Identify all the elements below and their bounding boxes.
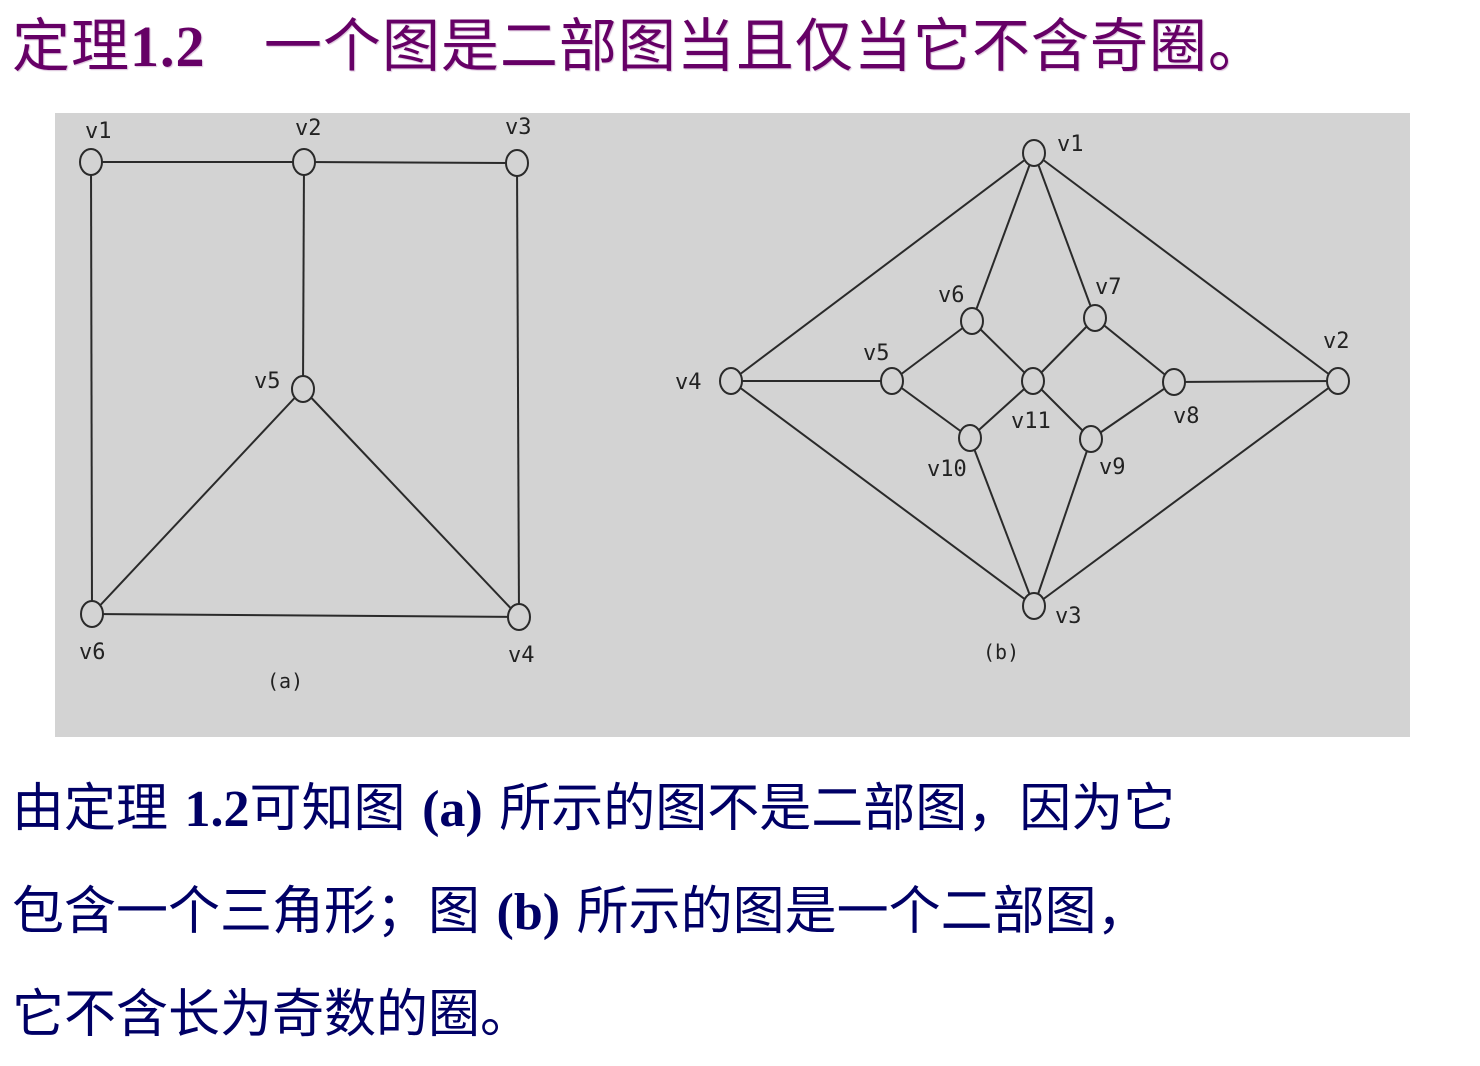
vertex-label-v2: v2	[1323, 329, 1350, 354]
vertex-label-v4: v4	[675, 370, 702, 395]
edge-v1-v6	[90, 161, 93, 615]
edge-v9-v8	[1090, 381, 1175, 440]
edge-v1-v2	[1033, 152, 1339, 382]
text-segment: 所示的图不是二部图，因为它	[482, 779, 1176, 839]
vertex-v3	[1022, 592, 1046, 620]
edge-v3-v9	[1033, 438, 1092, 607]
vertex-label-v3: v3	[1055, 604, 1082, 629]
figure-ref-a: (a)	[422, 781, 483, 838]
edge-v2-v8	[1173, 380, 1339, 383]
graph-a: v1 v2 v3 v5 v6 v4 (a)	[79, 115, 535, 693]
explanation-paragraph: 由定理 1.2可知图 (a) 所示的图不是二部图，因为它 包含一个三角形；图 (…	[12, 758, 1472, 1066]
vertex-v7	[1083, 304, 1107, 332]
edge-v1-v4	[730, 152, 1035, 382]
theorem-number: 1.2	[130, 14, 206, 79]
edge-v3-v2	[1033, 380, 1339, 607]
theorem-ref: 1.2	[184, 781, 250, 838]
figure-panel: v1 v2 v3 v5 v6 v4 (a) v1 v2 v3 v4 v5 v6 v7 v8 v9 v10 v11…	[55, 113, 1410, 737]
text-segment: 它不含长为奇数的圈。	[12, 985, 533, 1045]
text-segment: 包含一个三角形；图	[12, 882, 497, 942]
edge-v5-v10	[891, 380, 971, 439]
graph-figure: v1 v2 v3 v5 v6 v4 (a) v1 v2 v3 v4 v5 v6 v7 v8 v9 v10 v11…	[79, 115, 1350, 693]
edge-v5-v6	[891, 320, 973, 382]
vertex-label-v2: v2	[295, 116, 322, 141]
vertex-v9	[1079, 425, 1103, 453]
vertex-v2	[1326, 367, 1350, 395]
vertex-v1	[1022, 139, 1046, 167]
vertex-label-v6: v6	[938, 283, 965, 308]
edge-v2-v3	[303, 161, 518, 164]
vertex-label-v8: v8	[1173, 404, 1200, 429]
theorem-prefix: 定理	[12, 12, 131, 80]
vertex-label-v9: v9	[1099, 455, 1126, 480]
edge-v2-v5	[302, 161, 305, 390]
vertex-label-v11: v11	[1011, 409, 1051, 434]
vertex-v8	[1162, 368, 1186, 396]
vertex-v3	[505, 149, 529, 177]
vertex-v4	[507, 603, 531, 631]
vertex-label-v5: v5	[254, 369, 281, 394]
graph-b: v1 v2 v3 v4 v5 v6 v7 v8 v9 v10 v11 (b)	[675, 132, 1350, 664]
edge-v1-v6	[971, 152, 1035, 322]
edge-v3-v10	[969, 437, 1035, 607]
vertex-v6	[960, 307, 984, 335]
vertex-label-v1: v1	[1057, 132, 1084, 157]
vertex-label-v1: v1	[85, 119, 112, 144]
vertex-v11	[1021, 367, 1045, 395]
figure-ref-b: (b)	[496, 884, 561, 941]
edge-v7-v11	[1032, 317, 1096, 382]
vertex-label-v6: v6	[79, 640, 106, 665]
edge-v10-v11	[969, 380, 1034, 439]
vertex-v2	[292, 148, 316, 176]
vertex-v1	[79, 148, 103, 176]
vertex-label-v3: v3	[505, 115, 532, 140]
vertex-label-v4: v4	[508, 643, 535, 668]
graph-caption-b: (b)	[983, 640, 1019, 664]
edge-v1-v7	[1033, 152, 1096, 319]
edge-v7-v8	[1094, 317, 1175, 383]
graph-caption-a: (a)	[267, 669, 303, 693]
edge-v3-v4	[516, 162, 520, 618]
vertex-label-v7: v7	[1095, 275, 1122, 300]
vertex-v4	[719, 367, 743, 395]
vertex-label-v5: v5	[863, 341, 890, 366]
edge-v5-v6	[91, 388, 304, 615]
text-segment: 所示的图是一个二部图，	[560, 882, 1149, 942]
edge-v5-v4	[302, 388, 520, 618]
explanation-line-3: 它不含长为奇数的圈。	[12, 964, 1472, 1066]
vertex-v5	[291, 375, 315, 403]
vertex-v10	[958, 424, 982, 452]
theorem-title: 定理1.2 一个图是二部图当且仅当它不含奇圈。	[12, 6, 1480, 87]
edge-v3-v4	[730, 380, 1035, 607]
explanation-line-2: 包含一个三角形；图 (b) 所示的图是一个二部图，	[12, 861, 1472, 964]
vertex-label-v10: v10	[927, 457, 967, 482]
edge-v9-v11	[1032, 380, 1092, 440]
edge-v6-v11	[971, 320, 1034, 382]
vertex-v5	[880, 367, 904, 395]
explanation-line-1: 由定理 1.2可知图 (a) 所示的图不是二部图，因为它	[12, 758, 1472, 861]
theorem-statement: 一个图是二部图当且仅当它不含奇圈。	[263, 12, 1267, 80]
edge-v6-v4	[91, 613, 520, 618]
text-segment: 由定理	[12, 779, 185, 839]
vertex-v6	[80, 600, 104, 628]
text-segment: 可知图	[249, 779, 423, 839]
